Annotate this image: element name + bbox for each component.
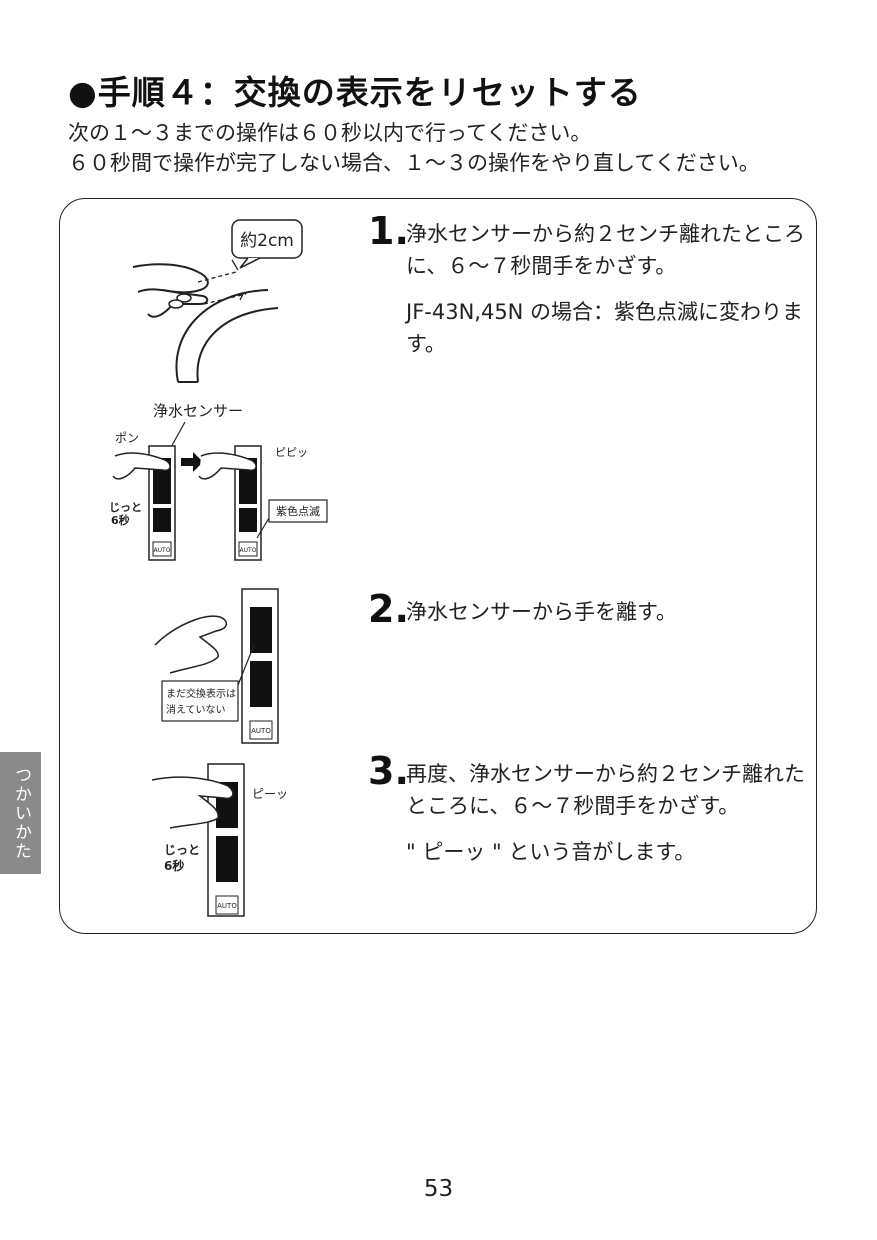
intro-line-2: ６０秒間で操作が完了しない場合、１～３の操作をやり直してください。 xyxy=(68,151,760,175)
page-number: 53 xyxy=(423,1176,454,1202)
not-cleared-label-2: 消えていない xyxy=(166,703,226,716)
step-3: 3. 再度、浄水センサーから約２センチ離れたところに、６～７秒間手をかざす。 "… xyxy=(368,752,808,868)
auto-label-2: AUTO xyxy=(240,547,257,554)
sensor-panel-step1-illustration: 浄水センサー AUTO ポン じっと 6秒 AUTO ピピッ 紫色点滅 xyxy=(109,402,328,561)
hand-over-faucet-illustration: 約2cm xyxy=(132,219,303,383)
page-title: ●手順４：交換の表示をリセットする xyxy=(68,73,642,112)
sound-pipi: ピピッ xyxy=(275,446,308,459)
instruction-box xyxy=(59,198,817,934)
purple-blink-label: 紫色点滅 xyxy=(276,504,320,518)
step-1-text: 浄水センサーから約２センチ離れたところに、６～７秒間手をかざす。 xyxy=(406,222,805,278)
auto-label-1: AUTO xyxy=(154,547,171,554)
step-3-note: " ピーッ " という音がします。 xyxy=(406,840,696,864)
sound-piii: ピーッ xyxy=(252,787,288,801)
step-3-text: 再度、浄水センサーから約２センチ離れたところに、６～７秒間手をかざす。 xyxy=(406,762,805,818)
step-2-text: 浄水センサーから手を離す。 xyxy=(406,600,677,624)
sensor-label: 浄水センサー xyxy=(153,402,243,420)
hold-label-1b: 6秒 xyxy=(111,513,130,527)
step-1-note: JF-43N,45N の場合：紫色点滅に変わります。 xyxy=(406,300,804,356)
not-cleared-label-1: まだ交換表示は xyxy=(166,687,236,700)
auto-label-4: AUTO xyxy=(217,902,237,910)
intro-line-1: 次の１～３までの操作は６０秒以内で行ってください。 xyxy=(68,121,592,145)
step-2-number: 2. xyxy=(368,587,409,631)
step-1-number: 1. xyxy=(368,209,409,253)
intro-text: 次の１～３までの操作は６０秒以内で行ってください。 ６０秒間で操作が完了しない場… xyxy=(68,118,760,178)
auto-label-3: AUTO xyxy=(251,727,271,735)
step-3-number: 3. xyxy=(368,749,409,793)
hand-over-panel-illustration: AUTO ピーッ じっと 6秒 xyxy=(151,763,288,917)
arrow-right-icon xyxy=(181,452,203,472)
hold-label-1a: じっと xyxy=(109,501,142,514)
sound-pon: ポン xyxy=(115,431,139,445)
hand-away-illustration: AUTO まだ交換表示は 消えていない xyxy=(154,588,279,744)
step-2: 2. 浄水センサーから手を離す。 xyxy=(368,590,808,628)
step-1: 1. 浄水センサーから約２センチ離れたところに、６～７秒間手をかざす。 JF-4… xyxy=(368,212,808,360)
hold-label-3b: 6秒 xyxy=(164,858,184,873)
side-tab: つかいかた xyxy=(0,752,41,874)
distance-label: 約2cm xyxy=(240,231,294,251)
hold-label-3a: じっと xyxy=(164,843,200,857)
